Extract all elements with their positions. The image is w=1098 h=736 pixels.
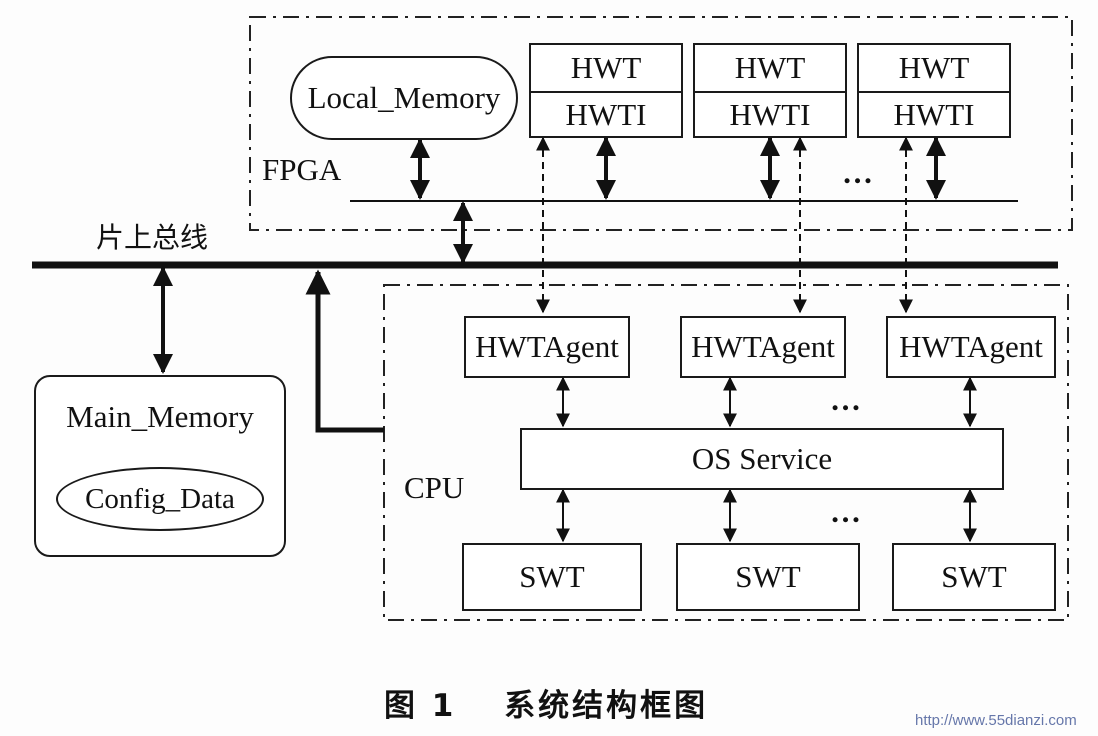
cpu-ellipsis-upper: …: [830, 382, 861, 417]
hwt-box-2: HWT: [693, 43, 847, 93]
hwtagent-box-3: HWTAgent: [886, 316, 1056, 378]
local-memory-node: Local_Memory: [290, 56, 518, 140]
hwt-box-1: HWT: [529, 43, 683, 93]
cpu-ellipsis-lower: …: [830, 494, 861, 529]
swt-box-2: SWT: [676, 543, 860, 611]
swt-box-3: SWT: [892, 543, 1056, 611]
hwt-box-3: HWT: [857, 43, 1011, 93]
figure-caption: 图 1 系统结构框图: [384, 688, 709, 724]
os-service-box: OS Service: [520, 428, 1004, 490]
watermark: http://www.55dianzi.com: [915, 712, 1077, 729]
fpga-ellipsis: …: [842, 155, 873, 190]
hwtagent-box-2: HWTAgent: [680, 316, 846, 378]
fpga-label: FPGA: [262, 152, 342, 187]
cpu-region: [383, 284, 1069, 621]
on-chip-bus-label: 片上总线: [96, 221, 209, 254]
hwtagent-box-1: HWTAgent: [464, 316, 630, 378]
cpu-label: CPU: [404, 470, 465, 505]
hwti-box-2: HWTI: [693, 91, 847, 138]
config-data-node: Config_Data: [56, 467, 264, 531]
fpga-region: [249, 16, 1073, 231]
hwti-box-3: HWTI: [857, 91, 1011, 138]
hwti-box-1: HWTI: [529, 91, 683, 138]
cpu-bus-link: [305, 269, 384, 433]
main-memory-label: Main_Memory: [66, 399, 254, 434]
swt-box-1: SWT: [462, 543, 642, 611]
main-memory-node: Main_Memory Config_Data: [34, 375, 286, 557]
